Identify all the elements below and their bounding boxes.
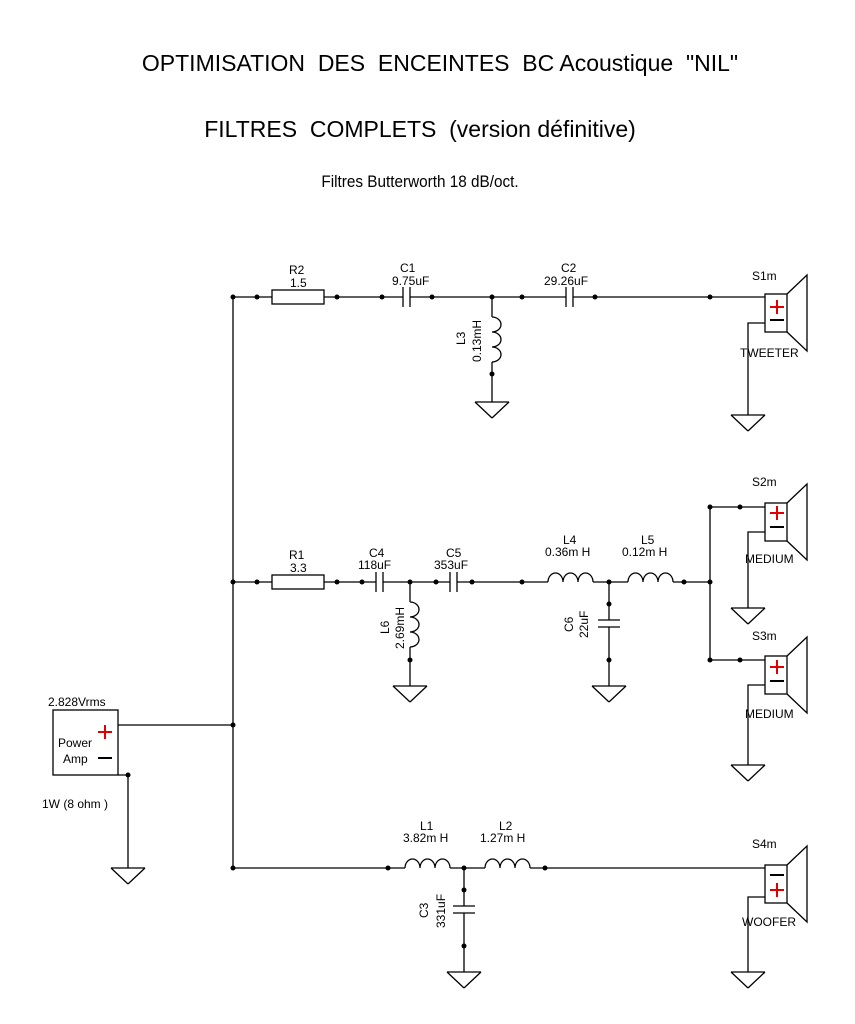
l6-ref: L6 — [378, 620, 392, 634]
c4-value: 118uF — [358, 558, 391, 572]
l1-ref: L1 — [420, 819, 434, 833]
power-amp: 2.828Vrms Power Amp 1W (8 ohm ) — [42, 695, 119, 811]
ground-l6-icon — [392, 685, 428, 703]
l4-value: 0.36m H — [545, 545, 590, 559]
capacitor-c2 — [565, 287, 574, 307]
speaker-s3m-icon — [764, 636, 808, 714]
l6-value: 2.69mH — [393, 607, 407, 649]
speaker-s2m-icon — [764, 483, 808, 561]
title-line-1: OPTIMISATION DES ENCEINTES BC Acoustique… — [141, 50, 739, 76]
inductor-l3 — [491, 316, 502, 363]
l4-ref: L4 — [563, 533, 577, 547]
l5-value: 0.12m H — [622, 545, 667, 559]
c1-ref: C1 — [400, 261, 416, 275]
s3m-plus-icon — [770, 660, 784, 674]
inductor-l2 — [484, 858, 531, 869]
s1m-plus-icon — [770, 300, 784, 314]
ground-s3m-icon — [730, 764, 766, 782]
c4-ref: C4 — [369, 546, 385, 560]
source-power: 1W (8 ohm ) — [42, 797, 108, 811]
s3m-ref: S3m — [752, 629, 777, 643]
subtitle: Filtres Butterworth 18 dB/oct. — [321, 172, 519, 191]
speaker-s4m-icon — [764, 845, 808, 923]
r1-ref: R1 — [289, 548, 305, 562]
ground-c3-icon — [446, 971, 482, 989]
l2-ref: L2 — [499, 819, 513, 833]
s2m-ref: S2m — [752, 475, 777, 489]
l3-value: 0.13mH — [470, 320, 484, 362]
l5-ref: L5 — [641, 533, 655, 547]
s2m-plus-icon — [770, 506, 784, 520]
r2-value: 1.5 — [290, 276, 307, 290]
r1-value: 3.3 — [290, 561, 307, 575]
s3m-label: MEDIUM — [745, 707, 794, 721]
capacitor-c4 — [375, 572, 384, 592]
s1m-ref: S1m — [752, 269, 777, 283]
resistor-r2 — [271, 289, 325, 305]
r2-ref: R2 — [289, 263, 305, 277]
c6-value: 22uF — [577, 611, 591, 638]
capacitor-c3 — [453, 905, 475, 914]
s4m-ref: S4m — [752, 837, 777, 851]
l2-value: 1.27m H — [480, 831, 525, 845]
ground-s4m-icon — [730, 971, 766, 989]
capacitor-c1 — [402, 287, 411, 307]
inductor-l6 — [409, 601, 420, 648]
amp-plus-icon — [98, 725, 112, 739]
inductor-l5 — [627, 572, 674, 583]
c5-ref: C5 — [446, 546, 462, 560]
c3-ref: C3 — [417, 902, 431, 918]
c2-ref: C2 — [561, 261, 577, 275]
source-name-line1: Power — [58, 736, 92, 750]
l3-ref: L3 — [454, 331, 468, 345]
speaker-s1m-icon — [764, 274, 808, 352]
c1-value: 9.75uF — [392, 274, 429, 288]
c2-value: 29.26uF — [544, 274, 588, 288]
c6-ref: C6 — [562, 616, 576, 632]
ground-c6-icon — [591, 685, 627, 703]
inductor-l1 — [404, 858, 451, 869]
source-voltage: 2.828Vrms — [48, 695, 106, 709]
title-line-2: FILTRES COMPLETS (version définitive) — [204, 116, 636, 142]
c5-value: 353uF — [434, 558, 468, 572]
capacitor-c6 — [598, 619, 620, 628]
inductor-l4 — [547, 572, 594, 583]
s1m-label: TWEETER — [740, 346, 799, 360]
l1-value: 3.82m H — [403, 831, 448, 845]
capacitor-c5 — [449, 572, 458, 592]
ground-s1m-icon — [730, 414, 766, 432]
s2m-label: MEDIUM — [745, 552, 794, 566]
ground-s2m-icon — [730, 607, 766, 625]
s4m-label: WOOFER — [742, 915, 796, 929]
ground-amp-icon — [110, 867, 146, 885]
s4m-plus-icon — [770, 883, 784, 897]
source-name-line2: Amp — [63, 752, 88, 766]
ground-l3-icon — [474, 401, 510, 419]
c3-value: 331uF — [434, 894, 448, 928]
resistor-r1 — [271, 574, 325, 590]
